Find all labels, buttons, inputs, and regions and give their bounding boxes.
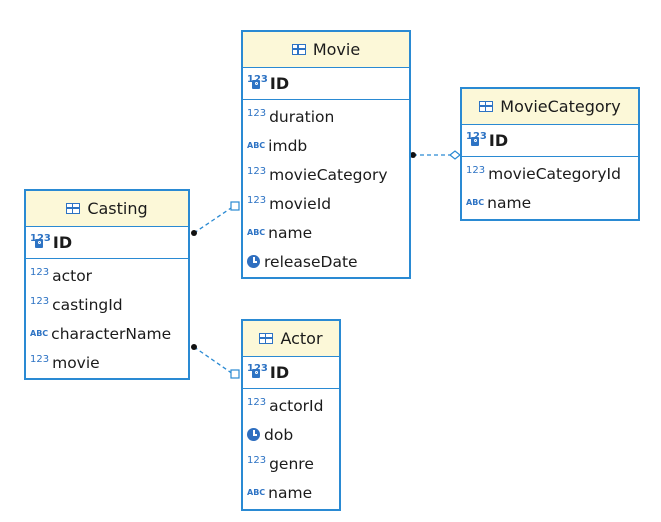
- relation-movie-moviecategory[interactable]: [410, 150, 461, 160]
- table-icon: [259, 333, 274, 344]
- column-row[interactable]: dob: [243, 420, 339, 449]
- primary-key-icon: 123: [247, 74, 268, 89]
- column-name: releaseDate: [264, 252, 358, 271]
- primary-key-icon: 123: [247, 363, 268, 378]
- column-name: movieId: [269, 194, 332, 213]
- column-name: genre: [269, 454, 314, 473]
- numeric-type-icon: 123: [30, 267, 50, 278]
- column-name: actorId: [269, 396, 324, 415]
- entity-title: Movie: [312, 40, 361, 59]
- entity-header: Actor: [243, 321, 339, 357]
- table-icon: [66, 203, 81, 214]
- string-type-icon: ABC: [30, 329, 49, 338]
- string-type-icon: ABC: [247, 228, 266, 237]
- numeric-type-icon: 123: [30, 296, 50, 307]
- entity-moviecategory[interactable]: MovieCategory 123 ID 123movieCategoryId …: [460, 87, 640, 221]
- column-name: movieCategoryId: [488, 164, 621, 183]
- column-name: name: [268, 483, 313, 502]
- column-name: duration: [269, 107, 335, 126]
- entity-title: Casting: [87, 199, 148, 218]
- primary-key-icon: 123: [466, 131, 487, 146]
- numeric-type-icon: 123: [247, 108, 267, 119]
- column-name: characterName: [51, 324, 172, 343]
- entity-title: Actor: [280, 329, 323, 348]
- clock-icon: [247, 255, 260, 268]
- string-type-icon: ABC: [466, 198, 485, 207]
- primary-key-icon: 123: [30, 233, 51, 248]
- column-name: imdb: [268, 136, 308, 155]
- relation-casting-actor[interactable]: [191, 344, 240, 379]
- numeric-type-icon: 123: [247, 166, 267, 177]
- clock-icon: [247, 428, 260, 441]
- column-name: ID: [52, 233, 73, 252]
- column-name: ID: [269, 363, 290, 382]
- column-name: castingId: [52, 295, 123, 314]
- column-name: ID: [488, 131, 509, 150]
- column-name: ID: [269, 74, 290, 93]
- numeric-type-icon: 123: [30, 354, 50, 365]
- entity-header: MovieCategory: [462, 89, 638, 125]
- column-name: movie: [52, 353, 100, 372]
- column-name: actor: [52, 266, 93, 285]
- primary-key-row[interactable]: 123 ID: [243, 357, 339, 389]
- numeric-type-icon: 123: [247, 397, 267, 408]
- numeric-type-icon: 123: [466, 165, 486, 176]
- column-row[interactable]: releaseDate: [243, 247, 409, 276]
- entity-header: Movie: [243, 32, 409, 68]
- primary-key-row[interactable]: 123 ID: [26, 227, 188, 259]
- relation-casting-movie[interactable]: [191, 201, 240, 236]
- numeric-type-icon: 123: [247, 455, 267, 466]
- entity-header: Casting: [26, 191, 188, 227]
- string-type-icon: ABC: [247, 141, 266, 150]
- entity-title: MovieCategory: [500, 97, 621, 116]
- table-icon: [291, 44, 306, 55]
- numeric-type-icon: 123: [247, 195, 267, 206]
- column-name: dob: [264, 425, 294, 444]
- primary-key-row[interactable]: 123 ID: [243, 68, 409, 100]
- table-icon: [479, 101, 494, 112]
- string-type-icon: ABC: [247, 488, 266, 497]
- column-name: movieCategory: [269, 165, 388, 184]
- primary-key-row[interactable]: 123 ID: [462, 125, 638, 157]
- column-name: name: [487, 193, 532, 212]
- column-name: name: [268, 223, 313, 242]
